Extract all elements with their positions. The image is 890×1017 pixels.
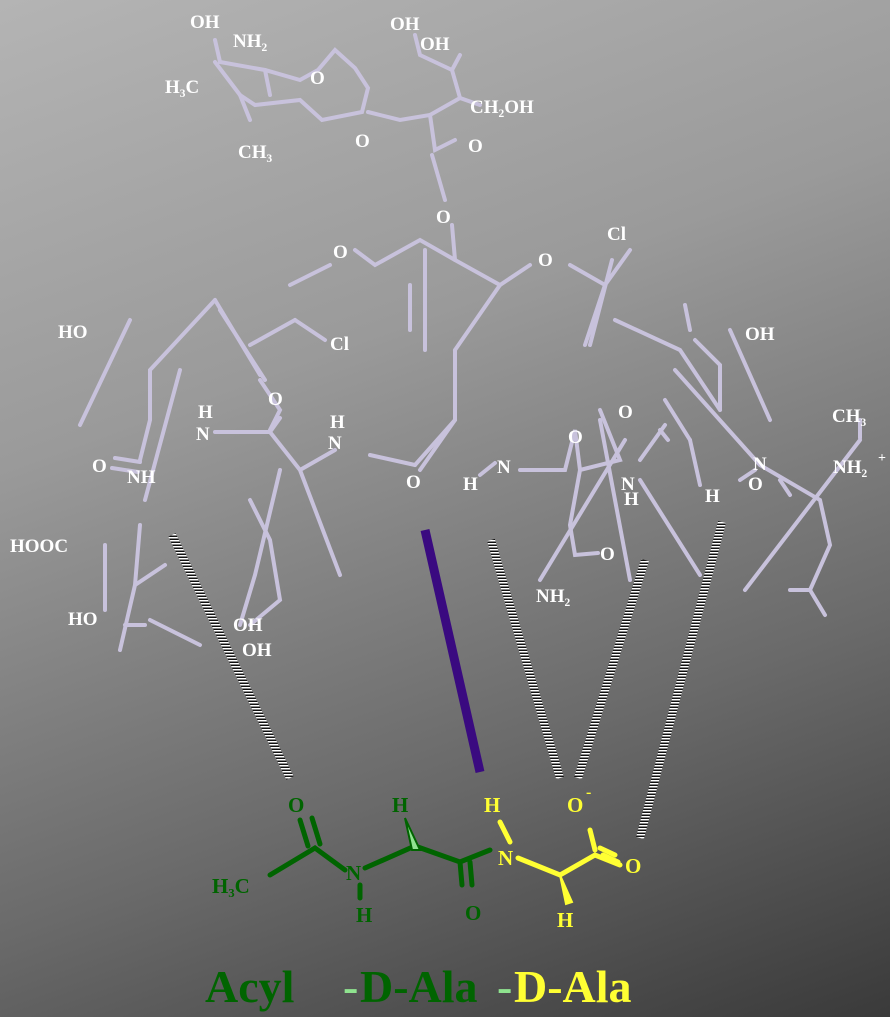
caption: Acyl - D-Ala - D-Ala <box>205 961 632 1012</box>
ligand-bonds <box>267 815 623 906</box>
label-oh3: OH <box>420 34 450 55</box>
label-n-a: N <box>196 424 210 445</box>
label-o-f: O <box>92 456 107 477</box>
label-oh1: OH <box>190 12 220 33</box>
hydrogen-bonds <box>168 520 726 840</box>
label-h-e: H <box>705 486 720 507</box>
ligand-h-ca2: H <box>557 908 573 932</box>
label-n-c: N <box>497 457 511 478</box>
label-oh-right: OH <box>745 324 775 345</box>
ligand-n2: N <box>498 846 513 870</box>
label-o-g: O <box>600 544 615 565</box>
label-o-c: O <box>568 427 583 448</box>
h-bond-3 <box>574 558 649 780</box>
scaffold-bonds <box>78 33 862 652</box>
strong-bond <box>420 529 485 773</box>
label-plus: + <box>878 451 886 466</box>
label-h-a: H <box>198 402 213 423</box>
h-bond-4 <box>636 520 726 840</box>
label-oh-b2: OH <box>242 640 272 661</box>
ligand-o-acyl: O <box>288 793 304 817</box>
label-cl-right: Cl <box>607 224 626 245</box>
label-h-c: H <box>463 474 478 495</box>
label-o-mid: O <box>538 250 553 271</box>
ligand-o-minus: O <box>567 793 583 817</box>
label-o-link1: O <box>355 131 370 152</box>
label-o-link2: O <box>436 207 451 228</box>
ligand-o-ala1: O <box>465 901 481 925</box>
h-bond-1 <box>168 533 294 780</box>
caption-acyl: Acyl <box>205 961 294 1012</box>
ligand-h-nacyl: H <box>356 903 372 927</box>
ligand-labels: O H₃C N H H O H N O - O H <box>212 784 641 932</box>
ligand-h-ca1: H <box>392 793 408 817</box>
label-n-d: N <box>621 474 635 495</box>
caption-dala-2: D-Ala <box>514 961 632 1012</box>
caption-dash-2: - <box>497 961 512 1012</box>
label-ch3-right: CH₃ <box>832 406 867 427</box>
h-bond-2 <box>487 538 564 780</box>
label-h-d: H <box>624 489 639 510</box>
caption-dala-1: D-Ala <box>360 961 478 1012</box>
label-o-ring2: O <box>468 136 483 157</box>
label-n-e: N <box>753 454 767 475</box>
ligand-h3c: H₃C <box>212 874 250 898</box>
label-nh2-top: NH₂ <box>233 31 268 52</box>
ligand-o-carb: O <box>625 854 641 878</box>
label-nh2-plus: NH₂ <box>833 457 868 478</box>
ligand-n-acyl: N <box>346 861 361 885</box>
caption-dash-1: - <box>343 961 358 1012</box>
label-nh: NH <box>127 467 156 488</box>
label-o-a: O <box>268 389 283 410</box>
label-h-b: H <box>330 412 345 433</box>
label-oh2: OH <box>390 14 420 35</box>
label-o-left: O <box>333 242 348 263</box>
label-h3c-top: H₃C <box>165 77 199 98</box>
label-ch2oh: CH₂OH <box>470 97 534 118</box>
scaffold-labels: OH NH₂ H₃C O CH₃ OH OH CH₂OH O O O O O C… <box>10 12 886 661</box>
ligand-minus: - <box>586 784 591 801</box>
label-n-b: N <box>328 433 342 454</box>
label-nh2-bottom: NH₂ <box>536 586 571 607</box>
label-o-d: O <box>406 472 421 493</box>
label-o-ring1: O <box>310 68 325 89</box>
label-o-b: O <box>618 402 633 423</box>
ligand-h-n2: H <box>484 793 500 817</box>
label-ho-left: HO <box>58 322 88 343</box>
label-cl-left: Cl <box>330 334 349 355</box>
label-oh-b1: OH <box>233 615 263 636</box>
label-ho-bottom: HO <box>68 609 98 630</box>
label-hooc: HOOC <box>10 536 68 557</box>
wedge-bond-1 <box>404 817 422 851</box>
wedge-bond-2 <box>559 874 574 906</box>
label-ch3-top: CH₃ <box>238 142 273 163</box>
label-o-e: O <box>748 474 763 495</box>
